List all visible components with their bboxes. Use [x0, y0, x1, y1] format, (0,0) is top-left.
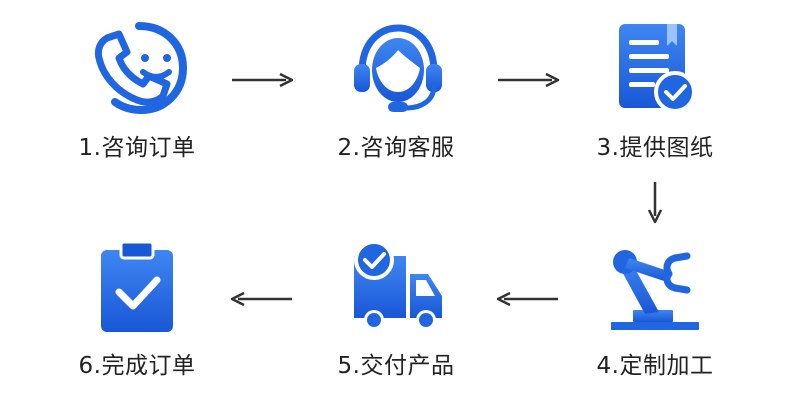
arrow-left [230, 291, 292, 307]
delivery-truck-icon [354, 240, 442, 330]
phone-smile-icon [94, 22, 187, 115]
step-label: 2.咨询客服 [337, 135, 455, 161]
step-label: 3.提供图纸 [596, 135, 714, 161]
step-label: 5.交付产品 [337, 353, 455, 379]
step-custom-processing: 4.定制加工 [570, 238, 740, 388]
clipboard-check-icon [101, 240, 173, 332]
arrow-left [496, 291, 558, 307]
step-consult-service: 2.咨询客服 [311, 20, 481, 170]
step-label: 4.定制加工 [596, 353, 714, 379]
document-check-icon [619, 24, 696, 113]
step-deliver-product: 5.交付产品 [311, 238, 481, 388]
arrow-right [232, 72, 294, 88]
step-consult-order: 1.咨询订单 [52, 20, 222, 170]
step-complete-order: 6.完成订单 [52, 238, 222, 388]
step-label: 1.咨询订单 [78, 135, 196, 161]
step-provide-drawings: 3.提供图纸 [570, 20, 740, 170]
customer-service-headset-icon [354, 24, 442, 112]
step-label: 6.完成订单 [78, 353, 196, 379]
arrow-down [647, 182, 663, 224]
arrow-right [498, 72, 560, 88]
robot-arm-icon [611, 250, 699, 330]
